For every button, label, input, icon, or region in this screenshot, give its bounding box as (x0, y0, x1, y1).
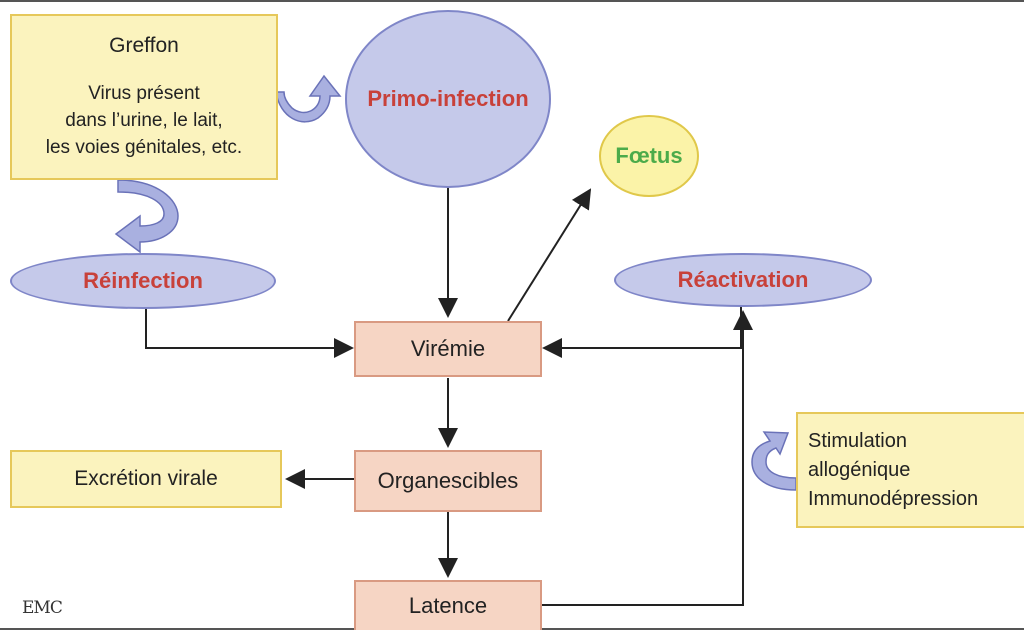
greffon-description: Virus présent dans l’urine, le lait, les… (45, 83, 243, 158)
latence-label: Latence (408, 593, 488, 618)
excretion-virale-box: Excrétion virale (10, 450, 282, 508)
reinfection-label: Réinfection (83, 268, 203, 293)
greffon-box: Greffon Virus présent dans l’urine, le l… (10, 14, 278, 180)
foetus-label: Fœtus (615, 143, 683, 168)
foetus-node: Fœtus (599, 115, 699, 197)
stimulation-box: Stimulation allogénique Immunodépression (796, 412, 1024, 528)
top-border-line (0, 0, 1024, 2)
curved-arrow-greffon-to-primo (275, 74, 342, 123)
organes-cibles-box: Organescibles (354, 450, 542, 512)
emc-logo: EMC (22, 598, 63, 618)
arrow-latence-to-reactivation (541, 310, 753, 606)
primo-infection-node: Primo-infection (345, 10, 551, 188)
primo-infection-label: Primo-infection (367, 86, 529, 111)
arrow-viremie-to-foetus (507, 188, 592, 322)
curved-arrow-greffon-to-reinfection (114, 179, 179, 254)
curved-arrow-stimulation-to-reactivation (751, 431, 797, 491)
viremie-box: Virémie (354, 321, 542, 377)
arrow-reactivation-to-viremie (542, 305, 742, 358)
excretion-virale-label: Excrétion virale (74, 467, 218, 490)
latence-box: Latence (354, 580, 542, 630)
organes-cibles-label: Organescibles (377, 468, 519, 493)
reactivation-node: Réactivation (614, 253, 872, 307)
stimulation-label: Stimulation allogénique Immunodépression (808, 429, 979, 510)
reactivation-label: Réactivation (677, 267, 809, 292)
greffon-title: Greffon (109, 34, 179, 57)
arrow-reinfection-to-viremie (145, 308, 354, 358)
reinfection-node: Réinfection (10, 253, 276, 309)
viremie-label: Virémie (410, 336, 486, 361)
